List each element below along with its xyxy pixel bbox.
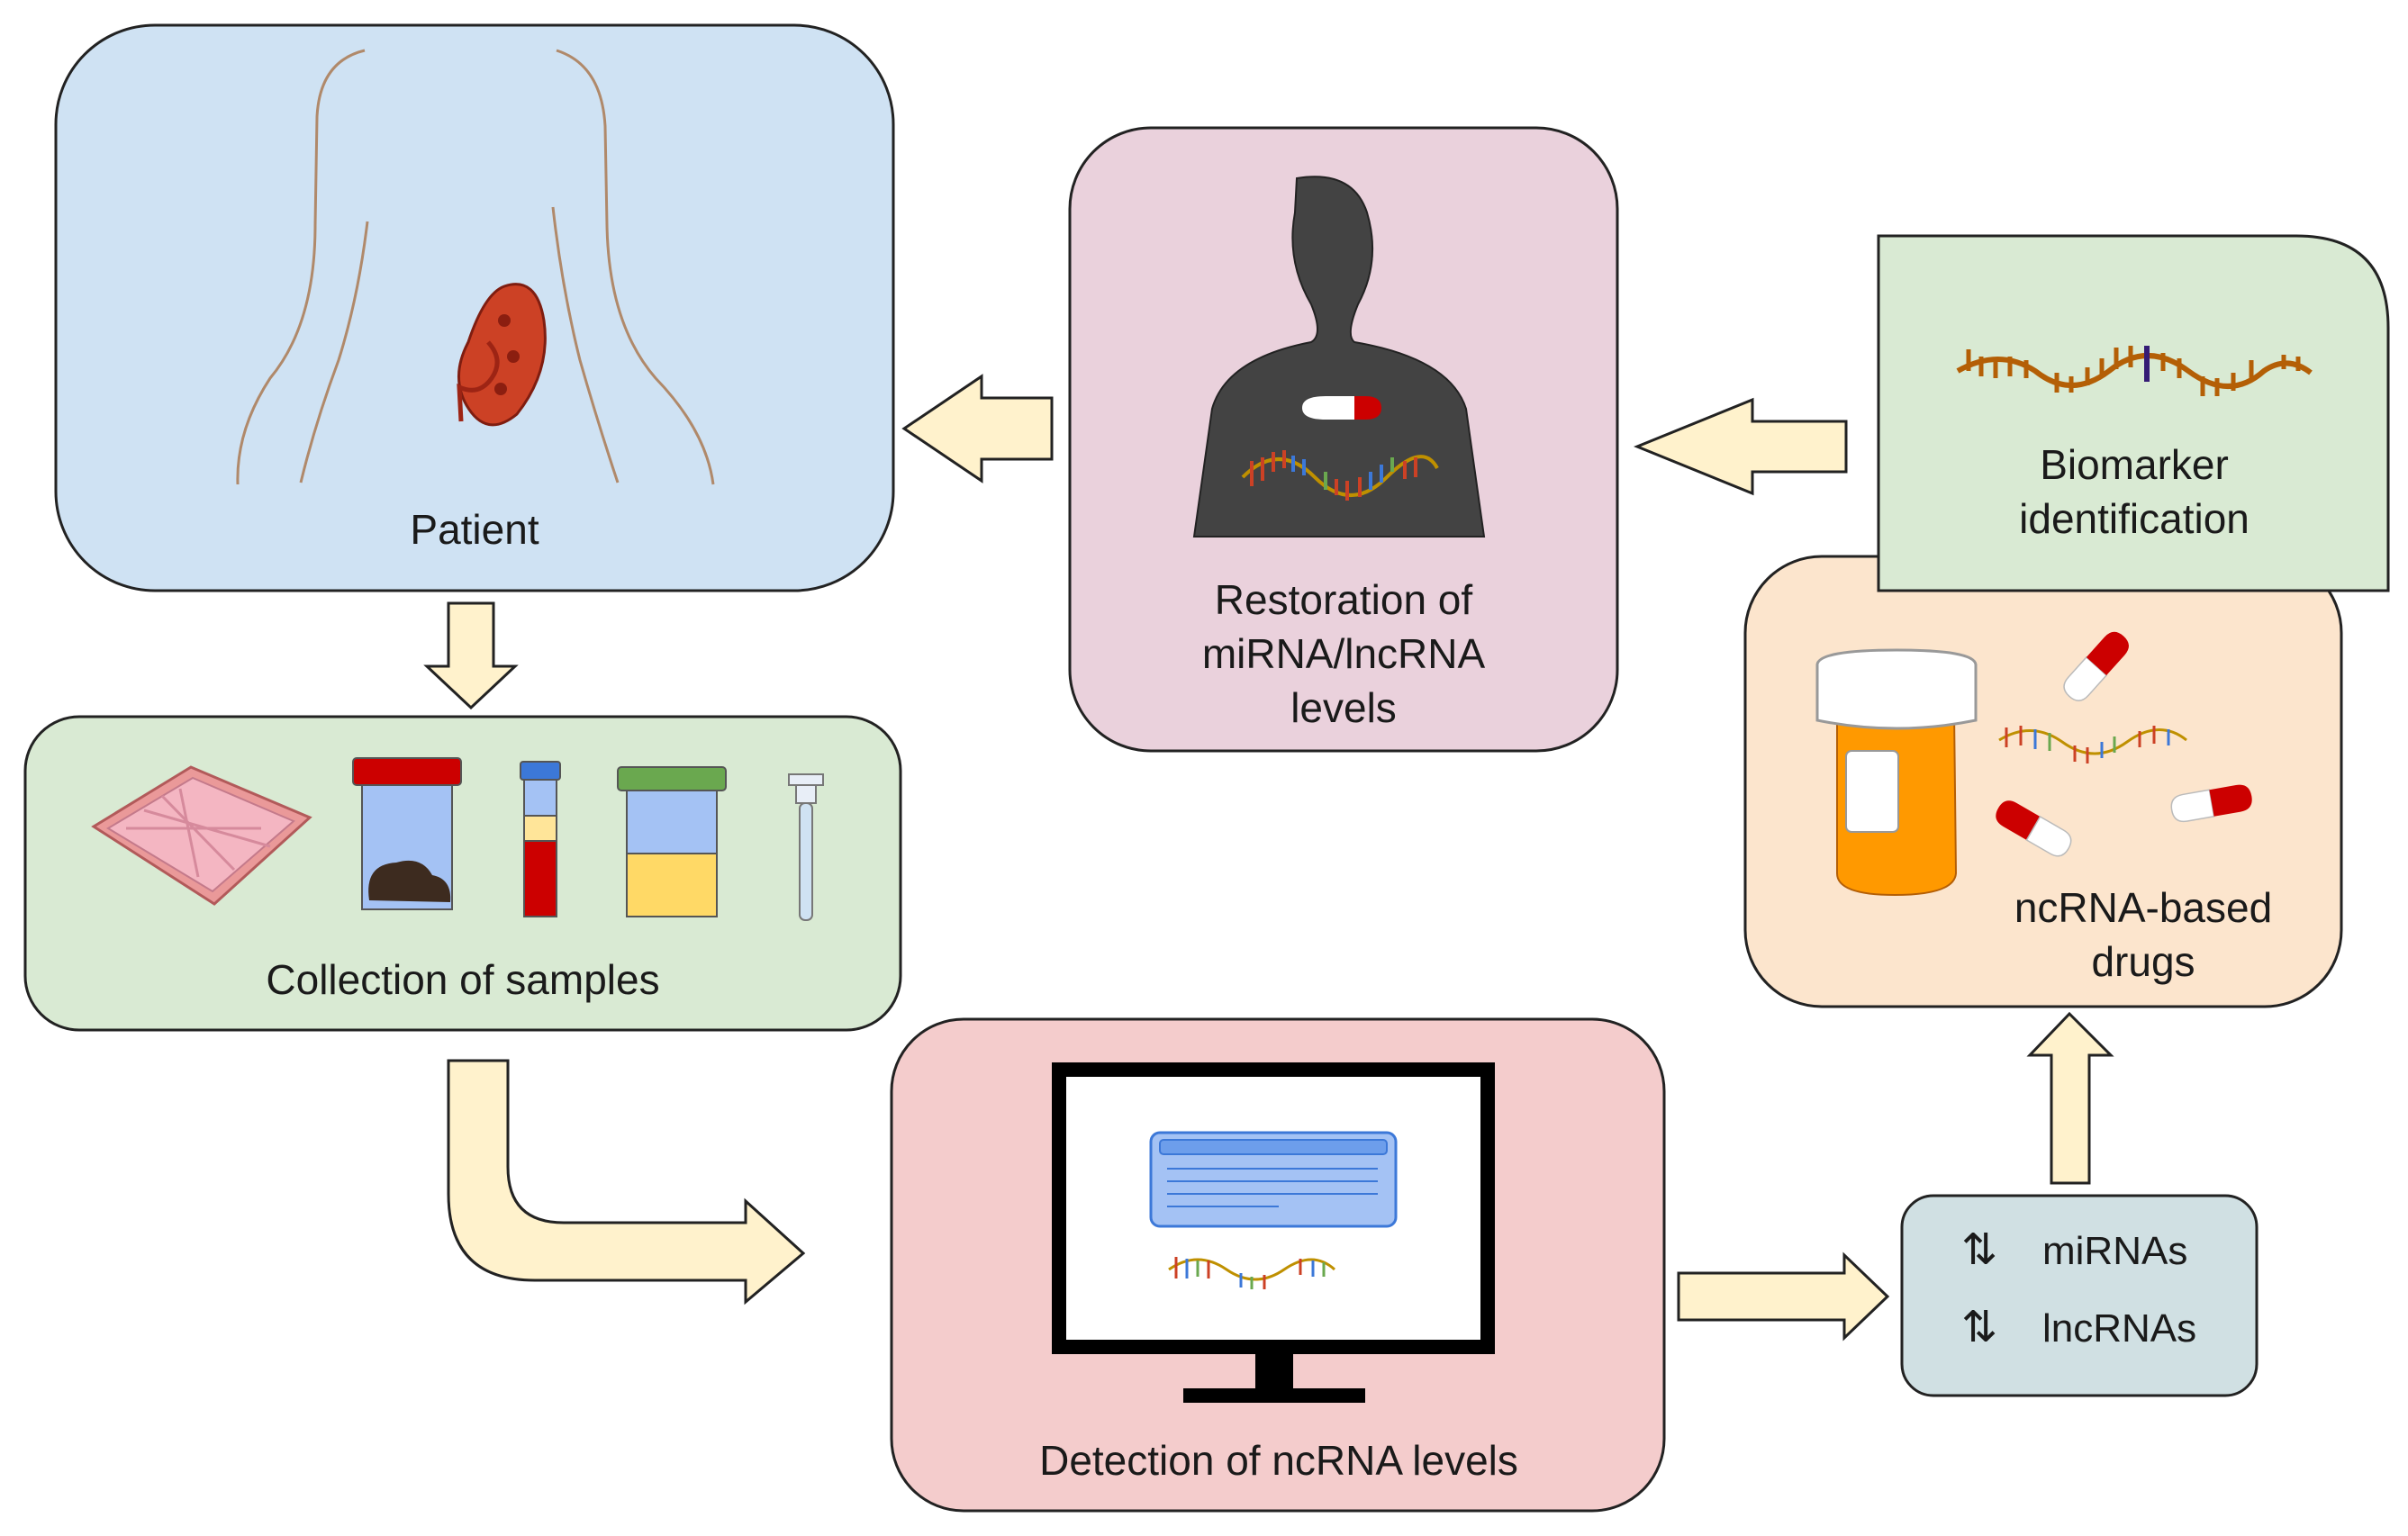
biomarker-label: Biomarker identification bbox=[1909, 438, 2359, 546]
result-panel-icon bbox=[1149, 1131, 1398, 1228]
restoration-label: Restoration of miRNA/lncRNA levels bbox=[1106, 573, 1581, 735]
drug-rna-strand-icon bbox=[1998, 726, 2187, 763]
detection-label: Detection of ncRNA levels bbox=[1039, 1437, 1518, 1484]
restoration-label-line-1: Restoration of bbox=[1214, 576, 1473, 623]
drugs-label-line-2: drugs bbox=[2091, 938, 2195, 985]
pill-bottle-icon bbox=[1815, 648, 1978, 897]
biomarker-label-line-1: Biomarker bbox=[2040, 441, 2229, 488]
up-down-arrows-icon: ⇅ bbox=[1961, 1304, 1998, 1351]
restoration-label-line-2: miRNA/lncRNA bbox=[1201, 630, 1486, 677]
ncrna-box bbox=[1900, 1194, 2259, 1397]
biomarker-rna-icon bbox=[1956, 346, 2313, 396]
monitor-icon bbox=[1052, 1062, 1495, 1403]
capsule-icon-3 bbox=[2170, 784, 2252, 823]
kidney-icon bbox=[457, 283, 547, 427]
biomarker-box bbox=[1877, 234, 2390, 592]
drugs-label-line-1: ncRNA-based bbox=[2014, 884, 2273, 931]
urine-container-icon bbox=[617, 766, 727, 917]
arrow-detection-to-ncrna bbox=[1677, 1251, 1890, 1342]
arrow-patient-to-collection bbox=[423, 601, 519, 710]
ncrna-item-mirnas: ⇅ miRNAs bbox=[1961, 1224, 2250, 1302]
biomarker-label-line-2: identification bbox=[2019, 495, 2250, 542]
body-outline-icon bbox=[236, 49, 715, 485]
lncrnas-label: lncRNAs bbox=[2042, 1306, 2197, 1351]
person-silhouette-icon bbox=[1192, 176, 1486, 538]
mirnas-label: miRNAs bbox=[2042, 1229, 2188, 1273]
swab-icon bbox=[788, 773, 824, 921]
arrow-ncrna-to-drugs bbox=[2026, 1011, 2114, 1185]
arrow-biomarker-to-restoration bbox=[1634, 397, 1848, 496]
restoration-label-line-3: levels bbox=[1290, 684, 1397, 731]
arrow-restoration-to-patient bbox=[901, 374, 1054, 483]
ncrna-item-lncrnas: ⇅ lncRNAs bbox=[1961, 1302, 2250, 1379]
tissue-sample-icon bbox=[91, 765, 312, 906]
pill-icon bbox=[1302, 396, 1381, 420]
rna-strand-icon bbox=[1241, 450, 1439, 501]
ncrna-list: ⇅ miRNAs ⇅ lncRNAs bbox=[1961, 1224, 2250, 1379]
arrow-collection-to-detection bbox=[447, 1059, 806, 1306]
capsule-icon-2 bbox=[1996, 800, 2072, 857]
capsule-icon-1 bbox=[2063, 631, 2129, 701]
blood-tube-icon bbox=[520, 761, 561, 917]
stool-container-icon bbox=[352, 757, 462, 910]
drugs-label: ncRNA-based drugs bbox=[1963, 881, 2323, 989]
patient-box bbox=[54, 23, 895, 592]
collection-label: Collection of samples bbox=[266, 956, 660, 1003]
detection-rna-icon bbox=[1168, 1257, 1336, 1289]
patient-label: Patient bbox=[410, 506, 539, 553]
up-down-arrows-icon: ⇅ bbox=[1961, 1226, 1998, 1274]
